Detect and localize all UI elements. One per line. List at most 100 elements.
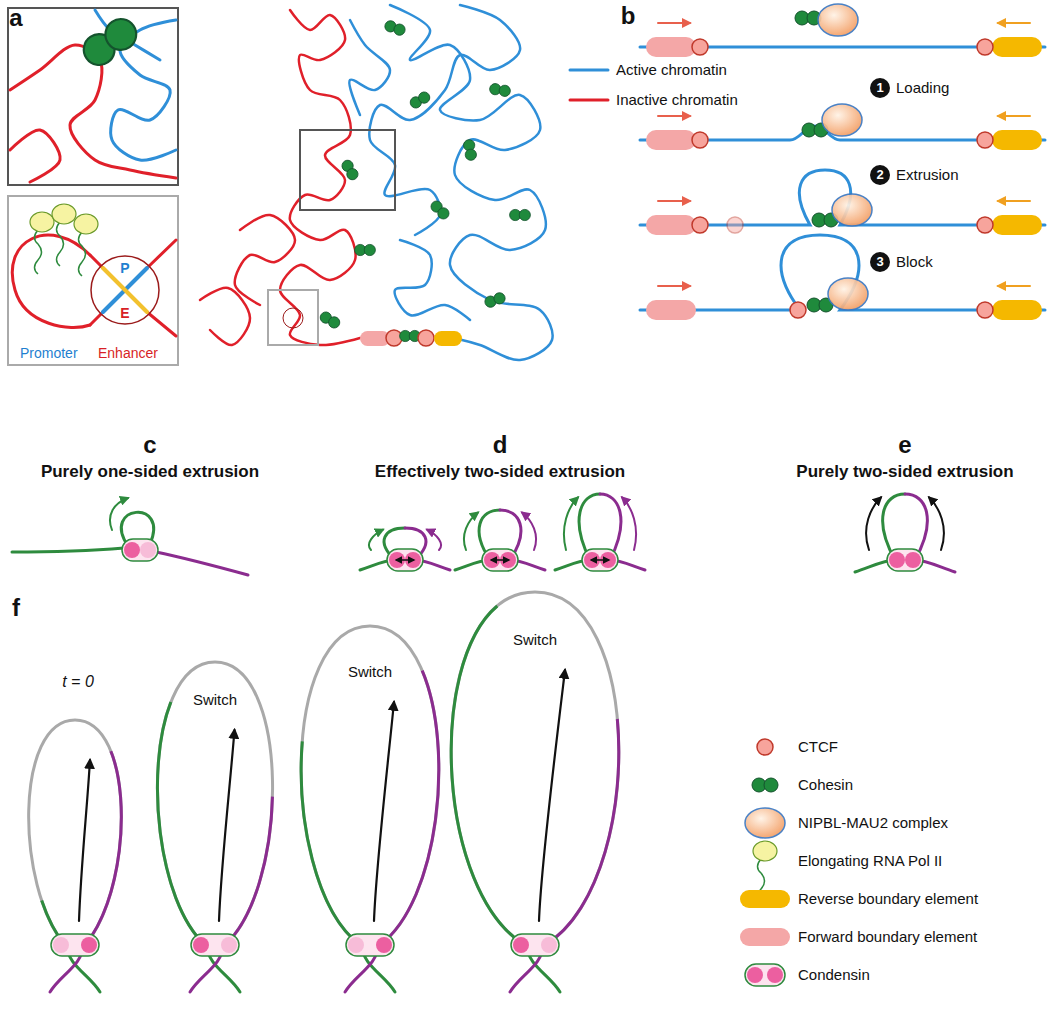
cohesin-head bbox=[99, 13, 142, 56]
direction-arrow bbox=[79, 760, 90, 921]
inactive-chromatin bbox=[12, 235, 90, 327]
direction-arrow bbox=[998, 285, 1030, 287]
rna-transcript bbox=[35, 230, 42, 274]
direction-arrow bbox=[374, 702, 394, 921]
condensin-ring bbox=[511, 934, 559, 956]
condensin-head bbox=[221, 937, 237, 953]
condensin-symbol bbox=[887, 549, 923, 571]
rna-transcript bbox=[79, 232, 86, 276]
nipbl-symbol bbox=[818, 4, 858, 36]
direction-arrow bbox=[219, 730, 235, 921]
annotation-label: 3 bbox=[876, 255, 883, 270]
panel-letter: b bbox=[621, 2, 636, 30]
boundary-element bbox=[992, 300, 1042, 320]
ctcf-symbol bbox=[790, 302, 806, 318]
legend-text: Forward boundary element bbox=[798, 928, 977, 945]
condensin-symbol bbox=[387, 549, 423, 571]
annotation-label: E bbox=[120, 305, 129, 321]
boundary-element bbox=[992, 215, 1042, 235]
chromatin-loop bbox=[301, 626, 439, 945]
condensin-ring bbox=[191, 934, 239, 956]
annotation-label: Enhancer bbox=[98, 345, 158, 361]
direction-arrow bbox=[539, 670, 565, 921]
chromatin-loop bbox=[451, 592, 619, 945]
boundary-element bbox=[434, 331, 462, 346]
legend-text: CTCF bbox=[798, 738, 838, 755]
condensin-symbol bbox=[745, 964, 785, 986]
inactive-chromatin bbox=[280, 10, 360, 345]
legend-line bbox=[570, 69, 608, 72]
chromatin-loop bbox=[301, 626, 439, 945]
condensin-head bbox=[767, 967, 783, 983]
condensin-head bbox=[53, 937, 69, 953]
cohesin-symbol bbox=[355, 244, 376, 255]
condensin-symbol bbox=[511, 934, 559, 956]
cohesin-head bbox=[764, 778, 778, 792]
cohesin-head bbox=[417, 90, 432, 105]
cohesin-symbol bbox=[489, 83, 511, 98]
condensin-head bbox=[140, 542, 156, 558]
condensin-head bbox=[905, 552, 921, 568]
ctcf-symbol bbox=[418, 330, 434, 346]
ctcf-symbol bbox=[692, 217, 708, 233]
inactive-chromatin bbox=[10, 130, 60, 182]
boundary-element bbox=[992, 130, 1042, 150]
condensin-head bbox=[81, 937, 97, 953]
contact-circle bbox=[283, 308, 303, 328]
extrusion-arrow bbox=[564, 497, 578, 550]
legend-text: Reverse boundary element bbox=[798, 890, 978, 907]
inactive-chromatin bbox=[235, 215, 295, 305]
panel-letter: e bbox=[898, 431, 911, 459]
boundary-element bbox=[646, 37, 696, 57]
step-badge bbox=[870, 165, 890, 185]
polii-symbol bbox=[52, 204, 76, 224]
extrusion-arrow bbox=[929, 497, 944, 550]
nipbl-symbol bbox=[745, 808, 785, 838]
chromatin-loop bbox=[157, 662, 272, 945]
extrusion-arrow bbox=[369, 530, 383, 550]
ctcf-symbol bbox=[977, 132, 993, 148]
extrusion-arrow bbox=[866, 497, 881, 550]
extrusion-arrow bbox=[464, 513, 478, 551]
shuttle-arrow bbox=[591, 559, 609, 561]
cohesin-head bbox=[327, 315, 342, 330]
cohesin-head bbox=[435, 205, 451, 221]
ctcf-symbol bbox=[977, 302, 993, 318]
direction-arrow bbox=[658, 22, 690, 24]
direction-arrow bbox=[658, 200, 690, 202]
contact-circle bbox=[91, 256, 159, 324]
cohesin-symbol bbox=[78, 13, 143, 71]
annotation-label: t = 0 bbox=[62, 673, 94, 691]
boundary-element bbox=[740, 928, 790, 946]
condensin-head bbox=[541, 937, 557, 953]
panel-letter: f bbox=[12, 594, 20, 622]
polii-symbol bbox=[30, 212, 54, 232]
annotation-label: P bbox=[120, 260, 129, 276]
zoom-box bbox=[300, 130, 395, 210]
legend-text: Elongating RNA Pol II bbox=[798, 852, 942, 869]
panel-title: Purely two-sided extrusion bbox=[796, 462, 1013, 482]
annotation-label: Extrusion bbox=[896, 166, 959, 183]
cohesin-head bbox=[345, 167, 360, 182]
cohesin-symbol bbox=[752, 778, 778, 792]
cohesin-symbol bbox=[400, 330, 421, 341]
chromatin-loop bbox=[451, 592, 619, 945]
direction-arrow bbox=[998, 22, 1030, 24]
legend-text: Cohesin bbox=[798, 776, 853, 793]
inactive-chromatin bbox=[200, 288, 250, 345]
chromatin-loop bbox=[29, 720, 122, 945]
chromatin-loop bbox=[29, 720, 122, 945]
panel-title: Purely one-sided extrusion bbox=[41, 462, 259, 482]
condensin-ring bbox=[482, 549, 518, 571]
condensin-ring bbox=[745, 964, 785, 986]
chromatin-loop bbox=[157, 662, 272, 945]
condensin-ring bbox=[582, 549, 618, 571]
legend-text: Active chromatin bbox=[616, 61, 727, 78]
cohesin-symbol bbox=[463, 139, 478, 161]
zoom-box bbox=[268, 290, 318, 345]
panel-letter: a bbox=[9, 4, 22, 32]
cohesin-symbol bbox=[510, 209, 531, 220]
cohesin-head bbox=[392, 22, 406, 36]
